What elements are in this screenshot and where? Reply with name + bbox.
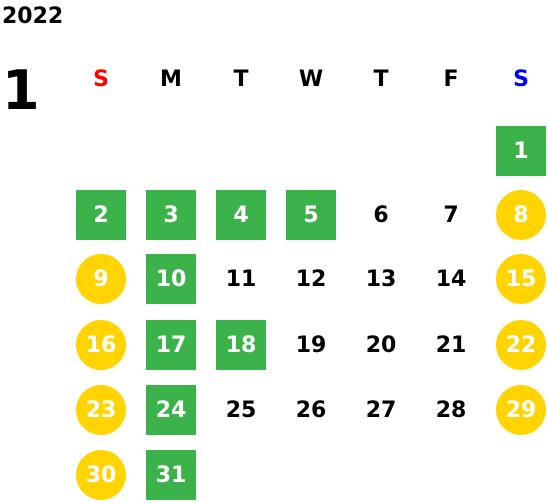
day-cell-14: 14 — [435, 266, 467, 292]
day-cell-17: 17 — [146, 320, 196, 370]
day-cell-16: 16 — [76, 320, 126, 370]
year-label: 2022 — [2, 4, 64, 29]
day-cell-29: 29 — [496, 385, 546, 435]
day-cell-9: 9 — [76, 254, 126, 304]
day-cell-12: 12 — [295, 266, 327, 292]
day-cell-24: 24 — [146, 385, 196, 435]
day-cell-20: 20 — [365, 332, 397, 358]
day-cell-25: 25 — [225, 397, 257, 423]
day-cell-31: 31 — [146, 450, 196, 500]
day-cell-27: 27 — [365, 397, 397, 423]
day-cell-8: 8 — [496, 190, 546, 240]
day-cell-28: 28 — [435, 397, 467, 423]
month-number: 1 — [2, 59, 40, 122]
day-cell-1: 1 — [496, 126, 546, 176]
day-cell-6: 6 — [373, 202, 389, 228]
day-cell-19: 19 — [295, 332, 327, 358]
weekday-header-wednesday: W — [298, 67, 324, 92]
weekday-header-sunday: S — [93, 67, 109, 92]
day-cell-23: 23 — [76, 385, 126, 435]
day-cell-21: 21 — [435, 332, 467, 358]
day-cell-13: 13 — [365, 266, 397, 292]
day-cell-10: 10 — [146, 254, 196, 304]
weekday-header-monday: M — [160, 67, 182, 92]
day-cell-30: 30 — [76, 450, 126, 500]
weekday-header-friday: F — [443, 67, 459, 92]
day-cell-2: 2 — [76, 190, 126, 240]
weekday-header-tuesday: T — [233, 67, 249, 92]
day-cell-5: 5 — [286, 190, 336, 240]
weekday-header-thursday: T — [373, 67, 389, 92]
day-cell-3: 3 — [146, 190, 196, 240]
day-cell-4: 4 — [216, 190, 266, 240]
weekday-header-saturday: S — [513, 67, 529, 92]
day-cell-11: 11 — [225, 266, 257, 292]
day-cell-26: 26 — [295, 397, 327, 423]
day-cell-22: 22 — [496, 320, 546, 370]
day-cell-18: 18 — [216, 320, 266, 370]
day-cell-7: 7 — [443, 202, 459, 228]
day-cell-15: 15 — [496, 254, 546, 304]
